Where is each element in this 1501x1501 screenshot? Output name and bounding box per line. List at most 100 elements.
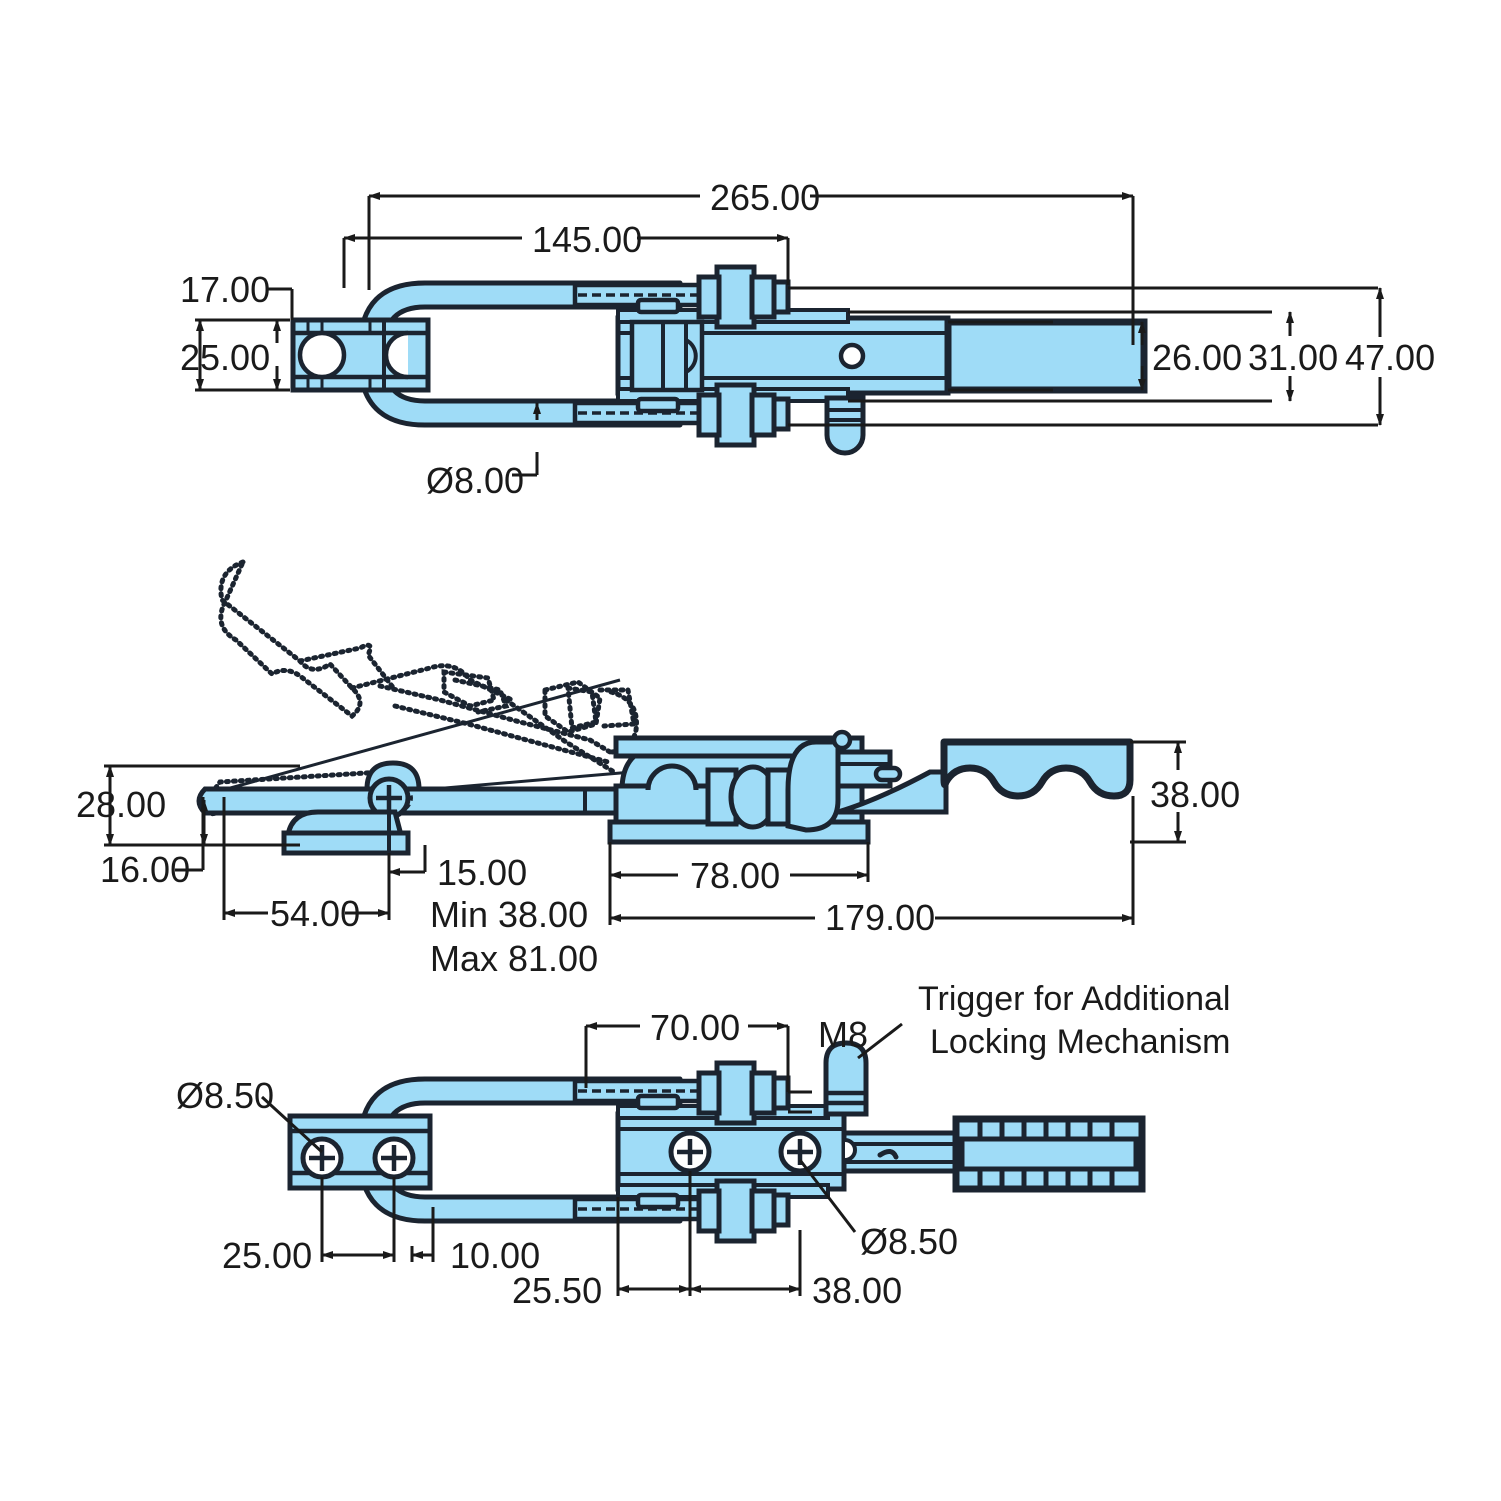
washer-top-b xyxy=(771,1075,791,1111)
dim-label-16: 16.00 xyxy=(100,849,190,890)
link-cap-bottom xyxy=(635,396,681,414)
handle-arm xyxy=(841,1130,965,1174)
dim-label-25: 25.00 xyxy=(180,337,270,378)
dim-label-m8: M8 xyxy=(818,1014,868,1055)
dim-label-26: 26.00 xyxy=(1152,337,1242,378)
pivot-arc xyxy=(404,786,413,810)
dim-label-54: 54.00 xyxy=(270,893,360,934)
base-eye-hole xyxy=(645,763,699,791)
dim-label-38: 38.00 xyxy=(1150,774,1240,815)
bolt-assembly-top-bottomview xyxy=(696,1060,791,1126)
top-view: 265.00 145.00 17.00 25.00 Ø8.00 26.00 31… xyxy=(180,177,1435,501)
grip-center-band xyxy=(959,1136,1139,1172)
phantom-arm-upper xyxy=(377,683,613,755)
top-view-dimensions xyxy=(195,192,1384,477)
cam-riser xyxy=(785,739,841,833)
dim-label-25-b: 25.00 xyxy=(222,1235,312,1276)
dim-label-d850-strike: Ø8.50 xyxy=(176,1075,274,1116)
side-view-dimensions xyxy=(104,740,1186,925)
leader-d850-strike xyxy=(260,1095,324,1154)
strike-dome xyxy=(285,809,405,838)
trigger-note-line-2: Locking Mechanism xyxy=(930,1023,1230,1061)
strike-plate xyxy=(281,809,411,856)
clamp-base-assembly xyxy=(607,729,1134,845)
clamp-body xyxy=(615,297,1148,456)
dim-label-47: 47.00 xyxy=(1345,337,1435,378)
grip-ribs xyxy=(977,1122,1115,1186)
dim-label-145: 145.00 xyxy=(532,219,642,260)
side-view: 28.00 16.00 15.00 54.00 38.00 78.00 179.… xyxy=(76,557,1240,979)
bolt-shank-top-b xyxy=(714,1060,757,1126)
bolt-shank-bottom-b xyxy=(714,1178,757,1244)
dim-label-d850-body: Ø8.50 xyxy=(860,1221,958,1262)
dim-label-10: 10.00 xyxy=(450,1235,540,1276)
bolt-assembly-bottom-bottomview xyxy=(696,1178,791,1244)
phantom-sweep-line-a xyxy=(204,678,621,797)
lever-bar xyxy=(196,786,643,816)
nut-left-top xyxy=(696,274,722,320)
washer-top xyxy=(771,279,791,315)
nut-right-bottom-b xyxy=(749,1188,777,1234)
arm-eyelet xyxy=(844,1138,857,1162)
link-cap-top-b xyxy=(635,1093,681,1111)
dim-label-15: 15.00 xyxy=(437,852,527,893)
phantom-handle-link-b xyxy=(349,663,515,703)
washer-bottom xyxy=(771,396,791,432)
phantom-trigger-inner xyxy=(452,677,510,715)
dim-label-78: 78.00 xyxy=(690,855,780,896)
arm-hook-mark xyxy=(877,1149,899,1160)
nut-left-top-b xyxy=(696,1070,722,1116)
lever-arm-closed xyxy=(196,760,643,820)
bottom-view: 70.00 M8 Ø8.50 Ø8.50 25.00 10.00 25.50 3… xyxy=(176,980,1230,1311)
dim-label-31: 31.00 xyxy=(1248,337,1338,378)
nut-left-bottom-b xyxy=(696,1188,722,1234)
body-pin-hole xyxy=(838,342,866,370)
dim-label-70: 70.00 xyxy=(650,1007,740,1048)
nut-left-bottom xyxy=(696,392,722,438)
link-arm xyxy=(629,319,705,393)
strike-plate-bottom xyxy=(287,1113,433,1191)
washer-bottom-b xyxy=(771,1192,791,1228)
bolt-shank-bottom xyxy=(714,382,757,448)
leader-trigger xyxy=(857,1022,903,1060)
bracket-hole-right xyxy=(383,330,409,380)
dim-label-179: 179.00 xyxy=(825,897,935,938)
phantom-trigger xyxy=(441,669,498,709)
trigger-pin xyxy=(831,729,853,751)
link-cap-bottom-b xyxy=(635,1192,681,1210)
mounting-bracket xyxy=(290,317,431,393)
dim-label-28: 28.00 xyxy=(76,784,166,825)
bracket-hole-left xyxy=(297,330,347,380)
dim-label-d800: Ø8.00 xyxy=(426,460,524,501)
trigger-note-line-1: Trigger for Additional xyxy=(918,980,1230,1018)
phantom-rod xyxy=(503,697,617,775)
trigger-tab xyxy=(873,765,903,783)
handle-block xyxy=(944,318,1148,394)
strike-base xyxy=(281,830,411,856)
nut-right-top-b xyxy=(749,1070,777,1116)
trigger-column xyxy=(823,1040,869,1117)
dim-label-2550: 25.50 xyxy=(512,1270,602,1311)
link-cap-top xyxy=(635,297,681,315)
ribbed-grip xyxy=(952,1115,1146,1193)
dim-label-min: Min 38.00 xyxy=(430,894,588,935)
leader-d850-body xyxy=(798,1159,857,1233)
bolt-shank-top xyxy=(714,264,757,330)
link-arm-arc xyxy=(684,338,698,374)
dim-label-265: 265.00 xyxy=(710,177,820,218)
dim-label-max: Max 81.00 xyxy=(430,938,598,979)
phantom-arm-lower xyxy=(392,703,611,765)
nut-right-top xyxy=(749,274,777,320)
bolt-assembly-bottom xyxy=(696,382,791,448)
handle-grip xyxy=(940,738,1134,800)
handle-neck xyxy=(837,769,949,815)
dim-label-17: 17.00 xyxy=(180,269,270,310)
bottom-view-dimensions xyxy=(260,1022,903,1296)
clamp-body-bottom xyxy=(615,1040,1146,1210)
phantom-handle-grip xyxy=(218,557,363,720)
dim-label-38-b: 38.00 xyxy=(812,1270,902,1311)
nut-right-bottom xyxy=(749,392,777,438)
phantom-handle-link-a xyxy=(297,642,398,693)
